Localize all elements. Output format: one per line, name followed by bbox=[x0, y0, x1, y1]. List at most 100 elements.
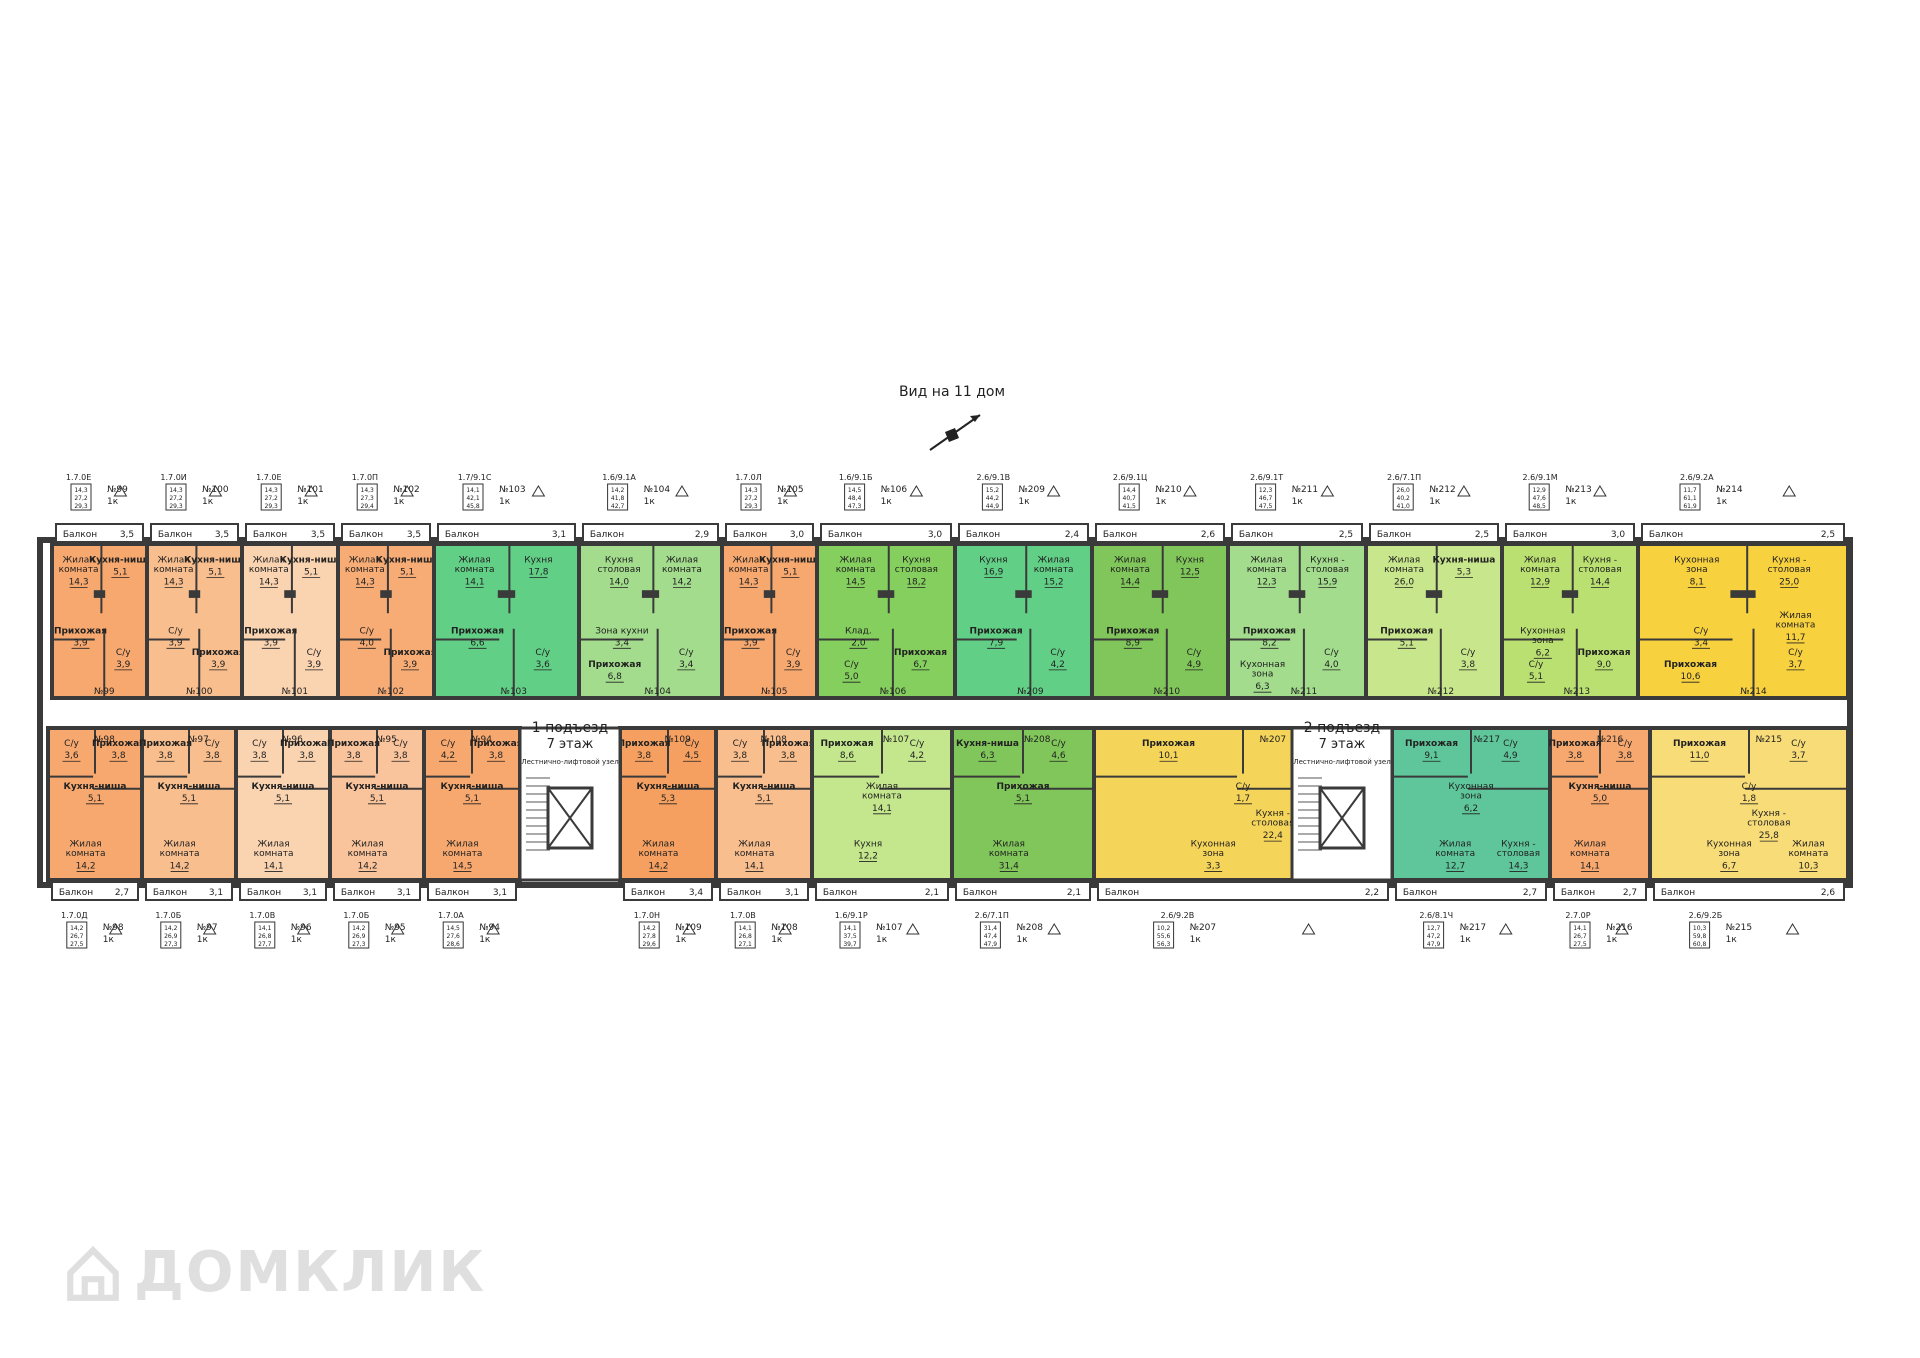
room-area: 14,4 bbox=[1590, 577, 1610, 587]
room-name: С/у bbox=[1618, 739, 1633, 749]
room-area: 3,9 bbox=[264, 638, 279, 648]
balcony-label: Балкон bbox=[823, 888, 857, 898]
apartment-code: 1.7/9.1С bbox=[458, 473, 492, 482]
area-box bbox=[839, 921, 861, 949]
balcony-area: 2,7 bbox=[115, 888, 129, 898]
corridor-number: №207 bbox=[1260, 735, 1287, 745]
room-name: Прихожая bbox=[54, 626, 107, 636]
room-area: 5,3 bbox=[661, 794, 675, 804]
triangle-marker-icon bbox=[1301, 923, 1316, 935]
balcony-area: 3,5 bbox=[120, 530, 134, 540]
area-box bbox=[1118, 483, 1140, 511]
area-value: 61,9 bbox=[1683, 503, 1697, 510]
column bbox=[1425, 590, 1443, 598]
room-name: Прихожая bbox=[192, 648, 245, 658]
area-box bbox=[356, 483, 378, 511]
room-area: 3,8 bbox=[781, 751, 796, 761]
area-value: 14,4 bbox=[1123, 487, 1137, 494]
area-box bbox=[638, 921, 660, 949]
apartment-code: 1.7.0А bbox=[438, 911, 464, 920]
room-count: 1к bbox=[393, 497, 405, 507]
apartment-fill bbox=[1636, 542, 1850, 700]
room-area: 14,2 bbox=[76, 862, 96, 872]
room-area: 3,9 bbox=[307, 660, 322, 670]
room-name: Кухня-ниша bbox=[252, 782, 315, 792]
balcony-rail bbox=[150, 523, 239, 543]
apartment-fill bbox=[1226, 542, 1368, 700]
area-value: 15,2 bbox=[986, 487, 1000, 494]
room-area: 3,7 bbox=[1788, 660, 1802, 670]
balcony-label: Балкон bbox=[631, 888, 665, 898]
area-box bbox=[1255, 483, 1277, 511]
area-box bbox=[1689, 921, 1711, 949]
apartment-number: №213 bbox=[1565, 485, 1592, 495]
room-area: 8,1 bbox=[1690, 577, 1704, 587]
room-count: 1к bbox=[881, 497, 893, 507]
room-count: 1к bbox=[1726, 935, 1738, 945]
room-count: 1к bbox=[197, 935, 209, 945]
room-name: Прихожая bbox=[820, 739, 873, 749]
room-area: 6,6 bbox=[470, 638, 485, 648]
apartment-code: 2.6/9.2Б bbox=[1689, 911, 1723, 920]
apartment-code: 1.7.0Л bbox=[735, 473, 761, 482]
room-area: 3,4 bbox=[679, 660, 694, 670]
room-area: 4,0 bbox=[1324, 660, 1339, 670]
room-name: Прихожая bbox=[280, 739, 333, 749]
room-area: 14,3 bbox=[739, 577, 759, 587]
room-name: С/у bbox=[685, 739, 700, 749]
lift-cross bbox=[547, 787, 593, 849]
area-value: 27,3 bbox=[352, 941, 366, 948]
balcony-rail bbox=[719, 881, 809, 901]
column bbox=[284, 590, 296, 598]
balcony-area: 2,5 bbox=[1821, 530, 1835, 540]
area-value: 10,3 bbox=[1693, 925, 1707, 932]
area-value: 27,7 bbox=[258, 941, 272, 948]
corridor bbox=[44, 698, 1844, 728]
corridor-number: №214 bbox=[1740, 687, 1767, 697]
room-name: С/у bbox=[441, 739, 456, 749]
room-count: 1к bbox=[297, 497, 309, 507]
area-box bbox=[979, 921, 1001, 949]
room-name: Кухня -столовая bbox=[1747, 809, 1790, 828]
apartment-number: №217 bbox=[1460, 923, 1487, 933]
room-name: С/у bbox=[679, 648, 694, 658]
triangle-marker-icon bbox=[1593, 485, 1607, 497]
area-value: 55,6 bbox=[1157, 933, 1171, 940]
room-area: 14,0 bbox=[609, 577, 629, 587]
room-name: Зона кухни bbox=[595, 626, 649, 636]
apartment-number: №208 bbox=[1016, 923, 1043, 933]
area-value: 42,1 bbox=[466, 495, 480, 502]
area-box bbox=[607, 483, 629, 511]
room-area: 5,1 bbox=[370, 794, 384, 804]
balcony-label: Балкон bbox=[435, 888, 469, 898]
area-value: 31,4 bbox=[984, 925, 998, 932]
corridor-number: №105 bbox=[761, 687, 788, 697]
triangle-marker-icon bbox=[675, 485, 689, 497]
triangle-marker-icon bbox=[1498, 923, 1513, 935]
triangle-marker-icon bbox=[531, 485, 546, 497]
room-area: 6,3 bbox=[980, 751, 994, 761]
room-name: Кухня bbox=[524, 555, 552, 565]
area-value: 12,9 bbox=[1533, 487, 1547, 494]
